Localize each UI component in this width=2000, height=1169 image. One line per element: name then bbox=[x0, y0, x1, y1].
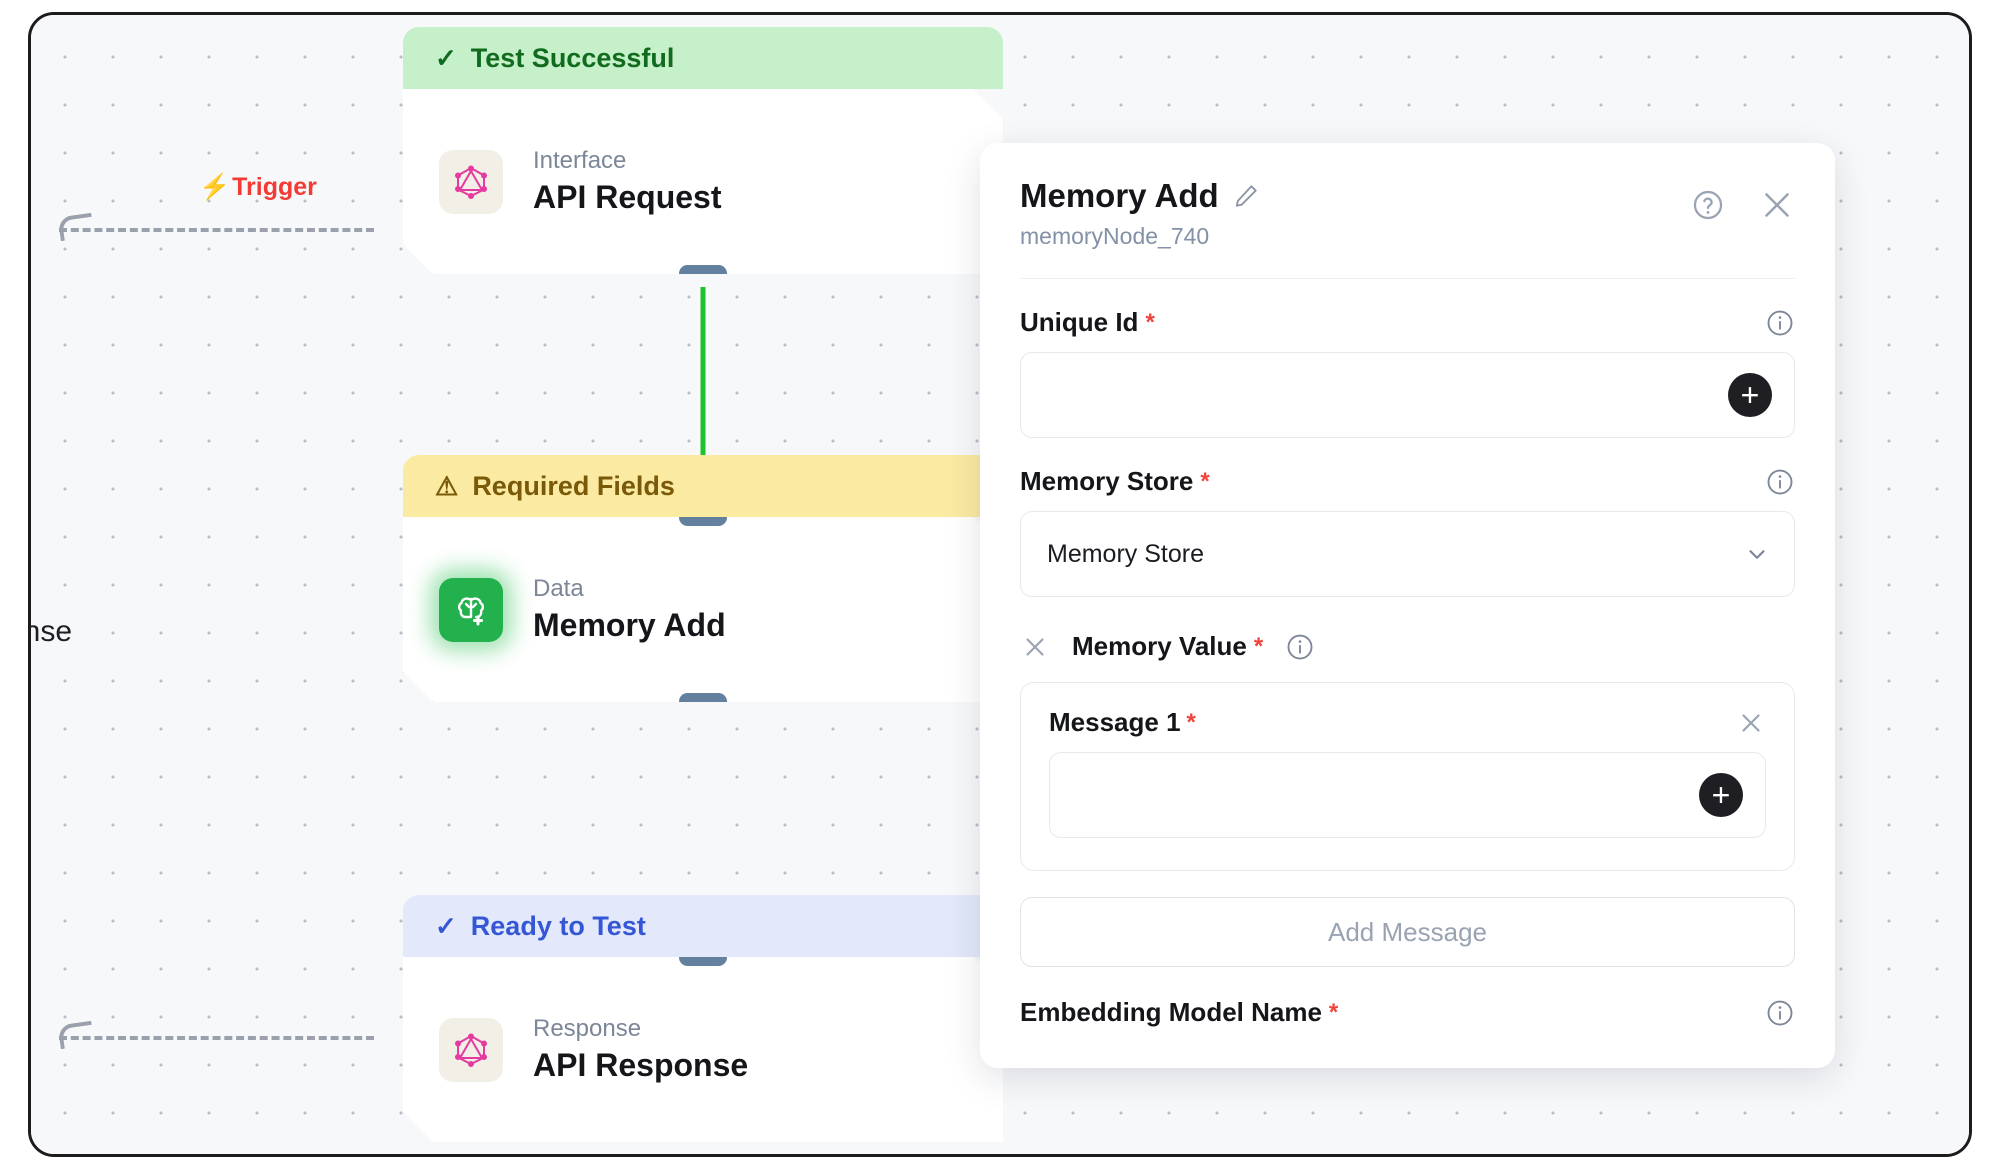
message-title-text: Message 1 bbox=[1049, 707, 1181, 737]
field-label: Unique Id * bbox=[1020, 307, 1155, 338]
message-title: Message 1 * bbox=[1049, 707, 1196, 738]
plus-icon[interactable]: + bbox=[1699, 773, 1743, 817]
check-icon: ✓ bbox=[435, 43, 457, 73]
remove-memory-value-icon[interactable] bbox=[1020, 632, 1050, 662]
node-card-api-response[interactable]: Response API Response bbox=[403, 957, 1003, 1142]
panel-subtitle: memoryNode_740 bbox=[1020, 223, 1210, 249]
add-message-button[interactable]: Add Message bbox=[1020, 897, 1795, 967]
node-handle-bottom[interactable] bbox=[679, 693, 727, 710]
node-title-label: Memory Add bbox=[533, 607, 726, 643]
pencil-icon[interactable] bbox=[1233, 183, 1259, 209]
plus-icon[interactable]: + bbox=[1728, 373, 1772, 417]
field-label: Embedding Model Name * bbox=[1020, 997, 1338, 1028]
field-memory-store: Memory Store * Memory Store bbox=[1020, 466, 1795, 597]
node-status-label: Test Successful bbox=[470, 42, 675, 73]
required-asterisk: * bbox=[1200, 467, 1210, 495]
close-icon[interactable] bbox=[1759, 187, 1795, 223]
node-status-banner-ready: ✓ Ready to Test bbox=[403, 895, 1003, 957]
graphql-icon bbox=[439, 150, 503, 214]
field-label-text: Embedding Model Name bbox=[1020, 997, 1322, 1027]
node-card-memory-add[interactable]: Data Memory Add bbox=[403, 517, 1003, 702]
node-properties-panel: Memory Add memoryNode_740 bbox=[980, 143, 1835, 1068]
remove-message-icon[interactable] bbox=[1736, 708, 1766, 738]
node-handle-bottom[interactable] bbox=[679, 265, 727, 282]
memory-value-header: Memory Value * bbox=[1020, 631, 1795, 662]
memory-value-label-text: Memory Value bbox=[1072, 631, 1247, 661]
chevron-down-icon[interactable] bbox=[1744, 541, 1770, 567]
node-memory-add[interactable]: ⚠ Required Fields bbox=[403, 455, 1003, 702]
node-status-banner-success: ✓ Test Successful bbox=[403, 27, 1003, 89]
dashed-connector-bottom bbox=[59, 1036, 374, 1040]
node-status-banner-required: ⚠ Required Fields bbox=[403, 455, 1003, 517]
node-api-response[interactable]: ✓ Ready to Test bbox=[403, 895, 1003, 1142]
unique-id-input[interactable]: + bbox=[1020, 352, 1795, 438]
panel-header: Memory Add memoryNode_740 bbox=[1020, 177, 1795, 250]
trigger-label-text: Trigger bbox=[232, 173, 317, 201]
node-kind-label: Data bbox=[533, 575, 584, 602]
memory-value-label: Memory Value * bbox=[1072, 631, 1263, 662]
field-label-text: Unique Id bbox=[1020, 307, 1139, 337]
node-card-api-request[interactable]: Interface API Request bbox=[403, 89, 1003, 274]
node-status-label: Ready to Test bbox=[470, 910, 646, 941]
message-1-input[interactable]: + bbox=[1049, 752, 1766, 838]
trigger-label: ⚡ Trigger bbox=[199, 173, 317, 202]
message-card: Message 1 * + bbox=[1020, 682, 1795, 871]
node-status-label: Required Fields bbox=[472, 470, 675, 501]
required-asterisk: * bbox=[1186, 708, 1196, 736]
required-asterisk: * bbox=[1328, 998, 1339, 1026]
field-label-text: Memory Store bbox=[1020, 466, 1194, 496]
node-title-label: API Request bbox=[533, 179, 722, 215]
info-icon[interactable] bbox=[1285, 632, 1315, 662]
flow-canvas[interactable]: ⚡ Trigger onse ✓ Test Successful bbox=[31, 15, 1969, 1154]
dashed-connector-top-curve bbox=[57, 212, 95, 242]
node-kind-label: Response bbox=[533, 1015, 642, 1042]
dashed-connector-bottom-curve bbox=[57, 1020, 95, 1050]
panel-divider bbox=[1020, 278, 1795, 279]
check-icon: ✓ bbox=[435, 911, 457, 941]
node-api-request[interactable]: ✓ Test Successful bbox=[403, 27, 1003, 274]
required-asterisk: * bbox=[1253, 632, 1264, 660]
memory-store-selected-value: Memory Store bbox=[1047, 539, 1204, 568]
brain-plus-icon bbox=[439, 578, 503, 642]
field-embedding-model-name: Embedding Model Name * bbox=[1020, 997, 1795, 1028]
required-asterisk: * bbox=[1145, 308, 1155, 336]
lightning-bolt-icon: ⚡ bbox=[199, 173, 231, 201]
app-window: ⚡ Trigger onse ✓ Test Successful bbox=[28, 12, 1972, 1157]
graphql-icon bbox=[439, 1018, 503, 1082]
info-icon[interactable] bbox=[1765, 467, 1795, 497]
field-unique-id: Unique Id * + bbox=[1020, 307, 1795, 438]
info-icon[interactable] bbox=[1765, 308, 1795, 338]
node-title-label: API Response bbox=[533, 1047, 749, 1083]
panel-title: Memory Add bbox=[1020, 177, 1219, 214]
warning-triangle-icon: ⚠ bbox=[435, 471, 459, 501]
node-kind-label: Interface bbox=[533, 147, 627, 174]
clipped-response-text: onse bbox=[31, 615, 73, 648]
memory-store-select[interactable]: Memory Store bbox=[1020, 511, 1795, 597]
dashed-connector-top bbox=[59, 228, 374, 232]
help-circle-icon[interactable] bbox=[1691, 188, 1725, 222]
edge-request-to-memory bbox=[700, 287, 706, 467]
field-label: Memory Store * bbox=[1020, 466, 1210, 497]
info-icon[interactable] bbox=[1765, 998, 1795, 1028]
